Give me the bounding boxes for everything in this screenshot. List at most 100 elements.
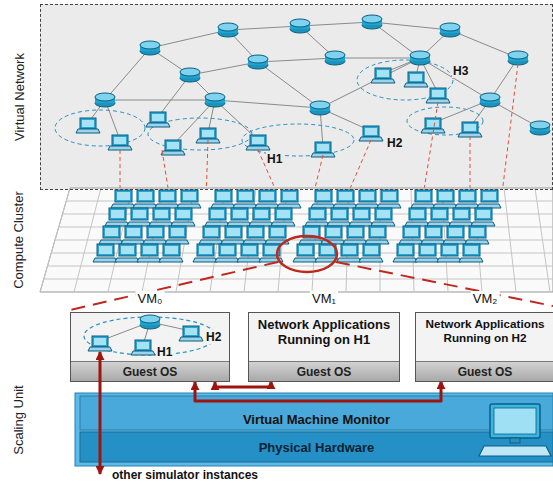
vm-description: Network Applications Running on H2 xyxy=(420,317,550,344)
router-icon xyxy=(530,121,550,135)
section-label: Virtual Network xyxy=(12,53,27,141)
host-icon xyxy=(76,118,100,133)
host-icon xyxy=(311,142,335,157)
cluster-node xyxy=(321,226,345,244)
cluster-node xyxy=(305,208,329,226)
guest-os-bar: Guest OS xyxy=(71,361,229,381)
router-icon xyxy=(218,23,238,37)
cluster-node xyxy=(405,208,429,226)
external-link-arrow xyxy=(99,352,102,474)
cluster-node xyxy=(421,226,445,244)
host-icon xyxy=(359,126,383,141)
cluster-node xyxy=(115,244,139,262)
host-icon xyxy=(88,336,112,351)
guest-os-bar: Guest OS xyxy=(249,361,399,381)
cluster-node xyxy=(371,208,395,226)
cluster-node xyxy=(249,208,273,226)
guest-os-bar: Guest OS xyxy=(416,361,553,381)
cluster-node xyxy=(137,244,161,262)
router-icon xyxy=(95,93,115,107)
cluster-node xyxy=(477,190,501,208)
cluster-node xyxy=(399,226,423,244)
cluster-node xyxy=(215,244,239,262)
cluster-node xyxy=(143,226,167,244)
host-icon xyxy=(246,135,270,150)
cluster-computers xyxy=(93,190,501,262)
cluster-node xyxy=(193,244,217,262)
host-icon xyxy=(146,112,170,127)
cluster-node xyxy=(155,190,179,208)
cluster-node xyxy=(377,190,401,208)
cluster-node xyxy=(271,208,295,226)
router-icon xyxy=(480,93,500,107)
vm-name: VM₀ xyxy=(136,291,165,306)
network-panel: Virtual Network xyxy=(40,4,553,190)
host-icon xyxy=(131,340,155,355)
cluster-grid xyxy=(40,188,553,292)
workstation-icon xyxy=(479,404,551,456)
cluster-node xyxy=(159,244,183,262)
router-icon xyxy=(180,68,200,82)
host-icon xyxy=(108,135,132,150)
cluster-node xyxy=(359,244,383,262)
vm-fill xyxy=(415,312,553,382)
host-label: H2 xyxy=(205,330,222,344)
highlight-circle xyxy=(277,236,337,272)
cluster-node xyxy=(199,226,223,244)
cluster-node xyxy=(105,208,129,226)
vm-network-drawing xyxy=(84,315,216,355)
cluster-node xyxy=(327,208,351,226)
cluster-node xyxy=(177,190,201,208)
router-icon xyxy=(362,15,382,29)
vm-name: VM₁ xyxy=(310,291,338,306)
host-icon xyxy=(458,122,482,137)
layer-label: Physical Hardware xyxy=(259,440,375,455)
cluster-node xyxy=(221,226,245,244)
host-label: H2 xyxy=(386,136,403,150)
layer-label: Guest OS xyxy=(297,365,352,379)
cluster-node xyxy=(393,244,417,262)
router-icon xyxy=(290,19,310,33)
cluster-node xyxy=(365,226,389,244)
router-icon xyxy=(205,93,225,107)
cluster-node xyxy=(349,208,373,226)
cluster-node xyxy=(149,208,173,226)
cluster-node xyxy=(121,226,145,244)
cluster-node xyxy=(205,208,229,226)
router-icon xyxy=(440,23,460,37)
cluster-node xyxy=(433,190,457,208)
cluster-node xyxy=(111,190,135,208)
cluster-node xyxy=(465,226,489,244)
cluster-node xyxy=(293,244,317,262)
annotation: other simulator instances xyxy=(112,468,258,482)
host-label: H3 xyxy=(452,64,469,78)
message-path xyxy=(195,381,441,401)
cluster-node xyxy=(459,244,483,262)
cluster-node xyxy=(133,190,157,208)
layer-label: Guest OS xyxy=(123,365,178,379)
cluster-node xyxy=(211,190,235,208)
router-icon xyxy=(410,51,430,65)
virtual-machine-box: Guest OSVM₀ xyxy=(70,312,230,382)
cluster-node xyxy=(355,190,379,208)
virtual-machine-box: Guest OSVM₂Network Applications Running … xyxy=(415,312,553,382)
network-ground xyxy=(40,4,553,190)
router-icon xyxy=(508,51,528,65)
vm-name: VM₂ xyxy=(471,291,500,306)
cluster-node xyxy=(243,226,267,244)
cluster-node xyxy=(255,190,279,208)
cluster-node xyxy=(337,244,361,262)
cluster-node xyxy=(411,190,435,208)
host-label: H1 xyxy=(156,345,173,359)
zoom-leader xyxy=(70,262,278,310)
cluster-node xyxy=(171,208,195,226)
section-label: Compute Cluster xyxy=(11,191,26,289)
router-icon xyxy=(325,51,345,65)
router-icon xyxy=(140,315,160,329)
cluster-node xyxy=(437,244,461,262)
router-icon xyxy=(248,55,268,69)
host-icon xyxy=(404,72,428,87)
host-label: H1 xyxy=(266,152,283,166)
cluster-node xyxy=(237,244,261,262)
